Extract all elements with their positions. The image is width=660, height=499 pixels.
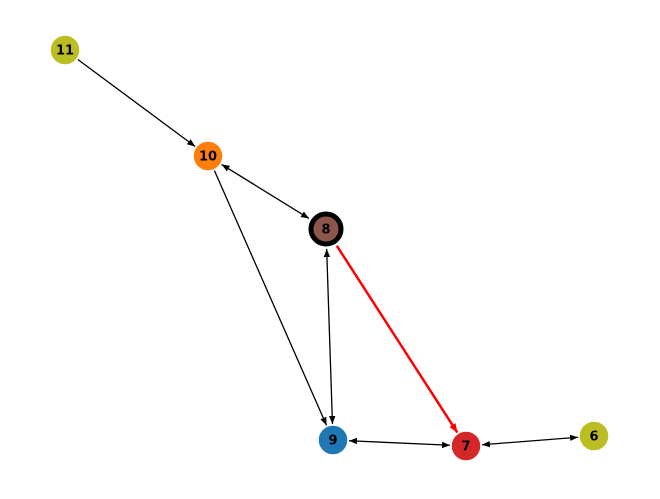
node-circle [317, 424, 349, 456]
edges-layer [77, 59, 579, 449]
node-circle [578, 420, 610, 452]
edge-10-8 [221, 163, 310, 220]
node-label: 9 [328, 434, 337, 449]
edge-8-7 [335, 245, 459, 434]
node-label: 11 [56, 44, 74, 59]
node-9: 9 [317, 424, 349, 456]
node-label: 7 [461, 440, 470, 455]
node-circle [49, 34, 81, 66]
node-label: 10 [199, 150, 217, 165]
edge-10-9 [213, 170, 328, 426]
node-circle [192, 140, 224, 172]
nodes-layer: 11 10 8 9 7 6 [49, 34, 610, 462]
edge-11-10 [77, 59, 196, 147]
node-10: 10 [192, 140, 224, 172]
node-11: 11 [49, 34, 81, 66]
node-circle [308, 211, 344, 247]
node-label: 6 [589, 430, 598, 445]
node-8: 8 [308, 211, 344, 247]
edge-7-6 [481, 434, 579, 448]
edge-8-9 [323, 248, 336, 425]
node-7: 7 [450, 430, 482, 462]
edge-9-7 [348, 437, 451, 449]
node-6: 6 [578, 420, 610, 452]
node-circle [450, 430, 482, 462]
node-label: 8 [321, 223, 330, 238]
